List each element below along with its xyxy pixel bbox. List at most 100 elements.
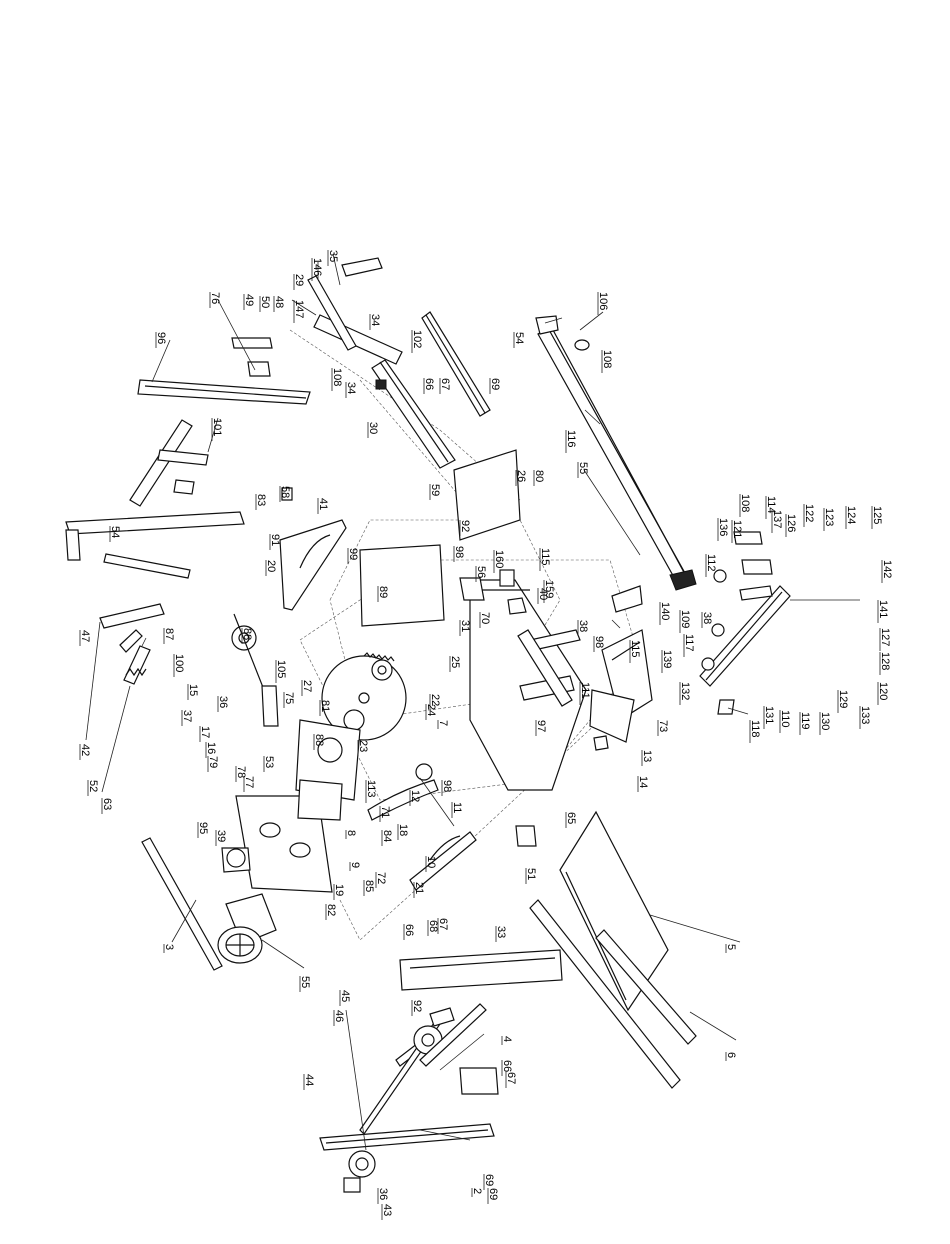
part-label: 12 — [409, 790, 421, 802]
part-label: 137 — [771, 510, 783, 528]
part-label: 125 — [871, 506, 883, 524]
handwheel-assembly — [231, 487, 293, 727]
part-label: 81 — [319, 700, 331, 712]
part-label: 38 — [577, 620, 589, 632]
label-leader-lines — [85, 253, 860, 1151]
part-label: 68 — [427, 920, 439, 932]
part-label: 116 — [565, 430, 577, 448]
part-label: 115 — [539, 548, 551, 566]
part-label: 35 — [327, 250, 339, 262]
part-label: 18 — [397, 824, 409, 836]
part-label: 129 — [837, 690, 849, 708]
part-label: 66 — [403, 924, 415, 936]
part-label: 49 — [243, 294, 255, 306]
crossbar-101 — [129, 419, 209, 507]
part-label: 110 — [779, 710, 791, 728]
part-label: 79 — [207, 756, 219, 768]
part-label: 146 — [311, 258, 323, 276]
part-label: 124 — [845, 506, 857, 524]
part-label: 95 — [197, 822, 209, 834]
part-label: 19 — [333, 884, 345, 896]
part-label: 67 — [439, 378, 451, 390]
part-label: 147 — [293, 300, 305, 318]
part-label: 98 — [441, 780, 453, 792]
part-label: 67 — [505, 1072, 517, 1084]
part-label: 127 — [879, 628, 891, 646]
part-label: 58 — [279, 486, 291, 498]
part-label: 87 — [163, 628, 175, 640]
part-label: 34 — [369, 314, 381, 326]
part-label: 54 — [109, 526, 121, 538]
part-label: 43 — [381, 1204, 393, 1216]
part-label: 69 — [489, 378, 501, 390]
part-label: 30 — [367, 422, 379, 434]
part-label: 142 — [881, 560, 893, 578]
part-label: 54 — [513, 332, 525, 344]
saw-table-top — [469, 579, 587, 791]
part-label: 72 — [375, 872, 387, 884]
part-label: 7 — [437, 720, 449, 726]
part-label: 66 — [501, 1060, 513, 1072]
part-label: 112 — [705, 554, 717, 572]
part-label: 6 — [725, 1052, 737, 1058]
part-label: 114 — [765, 496, 777, 514]
part-label: 36 — [377, 1188, 389, 1200]
part-label: 59 — [429, 484, 441, 496]
part-label: 88 — [313, 734, 325, 746]
part-label: 48 — [273, 296, 285, 308]
part-label: 83 — [255, 494, 267, 506]
part-label: 69 — [483, 1174, 495, 1186]
part-label: 33 — [495, 926, 507, 938]
part-label: 25 — [449, 656, 461, 668]
small-bracket-51 — [515, 825, 537, 847]
motor — [217, 893, 277, 964]
part-label: 27 — [301, 680, 313, 692]
part-label: 67 — [437, 918, 449, 930]
part-label: 22 — [429, 694, 441, 706]
part-label: 100 — [173, 654, 185, 672]
part-label: 41 — [317, 498, 329, 510]
arbor-bracket — [295, 719, 361, 821]
part-label: 31 — [459, 620, 471, 632]
part-label: 108 — [739, 494, 751, 512]
part-label: 37 — [181, 710, 193, 722]
part-label: 118 — [749, 720, 761, 738]
part-label: 84 — [381, 830, 393, 842]
part-label: 5 — [725, 944, 737, 950]
part-label: 82 — [325, 904, 337, 916]
part-label: 111 — [579, 682, 591, 699]
part-label: 40 — [537, 588, 549, 600]
part-label: 132 — [679, 682, 691, 700]
part-label: 105 — [275, 660, 287, 678]
part-label: 98 — [593, 636, 605, 648]
part-label: 34 — [345, 382, 357, 394]
part-label: 109 — [679, 610, 691, 628]
part-label: 71 — [379, 806, 391, 818]
part-label: 70 — [479, 612, 491, 624]
part-label: 106 — [597, 292, 609, 310]
part-label: 16 — [205, 742, 217, 754]
part-label: 66 — [423, 378, 435, 390]
part-label: 97 — [535, 720, 547, 732]
part-label: 140 — [659, 602, 671, 620]
part-label: 69 — [487, 1188, 499, 1200]
part-label: 21 — [413, 882, 425, 894]
part-label: 4 — [501, 1036, 513, 1042]
part-label: 51 — [525, 868, 537, 880]
part-label: 108 — [601, 350, 613, 368]
part-label: 133 — [859, 706, 871, 724]
part-label: 160 — [493, 550, 505, 568]
part-label: 76 — [209, 292, 221, 304]
part-label: 139 — [661, 650, 673, 668]
part-label: 88 — [241, 628, 253, 640]
part-label: 24 — [425, 704, 437, 716]
part-label: 108 — [331, 368, 343, 386]
part-label: 63 — [101, 798, 113, 810]
wrench-and-spring — [99, 603, 165, 685]
part-label: 73 — [657, 720, 669, 732]
part-label: 130 — [819, 712, 831, 730]
part-label: 92 — [459, 520, 471, 532]
part-label: 102 — [411, 330, 423, 348]
part-label: 45 — [339, 990, 351, 1002]
